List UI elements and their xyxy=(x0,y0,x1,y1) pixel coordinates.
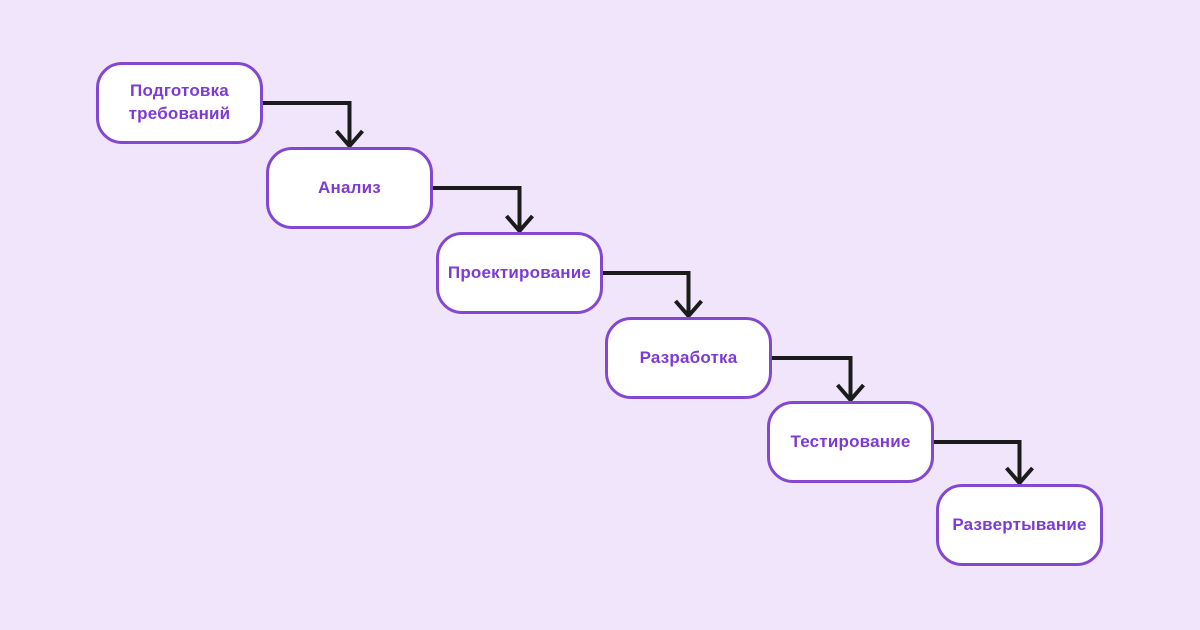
flow-step-design: Проектирование xyxy=(436,232,603,314)
flow-arrow xyxy=(772,356,866,404)
flow-step-label: Развертывание xyxy=(952,514,1087,534)
flow-step-requirements: Подготовка требований xyxy=(96,62,263,144)
flow-step-label: Тестирование xyxy=(790,431,911,451)
flow-step-label: Проектирование xyxy=(447,262,592,282)
flow-step-label: Разработка xyxy=(639,347,738,367)
flow-arrow xyxy=(433,186,535,235)
flow-arrow xyxy=(603,271,704,320)
flow-step-development: Разработка xyxy=(605,317,772,399)
flow-step-deployment: Развертывание xyxy=(936,484,1103,566)
flow-step-analysis: Анализ xyxy=(266,147,433,229)
flow-arrow xyxy=(263,101,365,150)
flow-arrow xyxy=(934,440,1035,487)
flow-step-label: Анализ xyxy=(318,177,381,197)
flow-step-testing: Тестирование xyxy=(767,401,934,483)
flow-step-label: Подготовка требований xyxy=(128,81,231,123)
